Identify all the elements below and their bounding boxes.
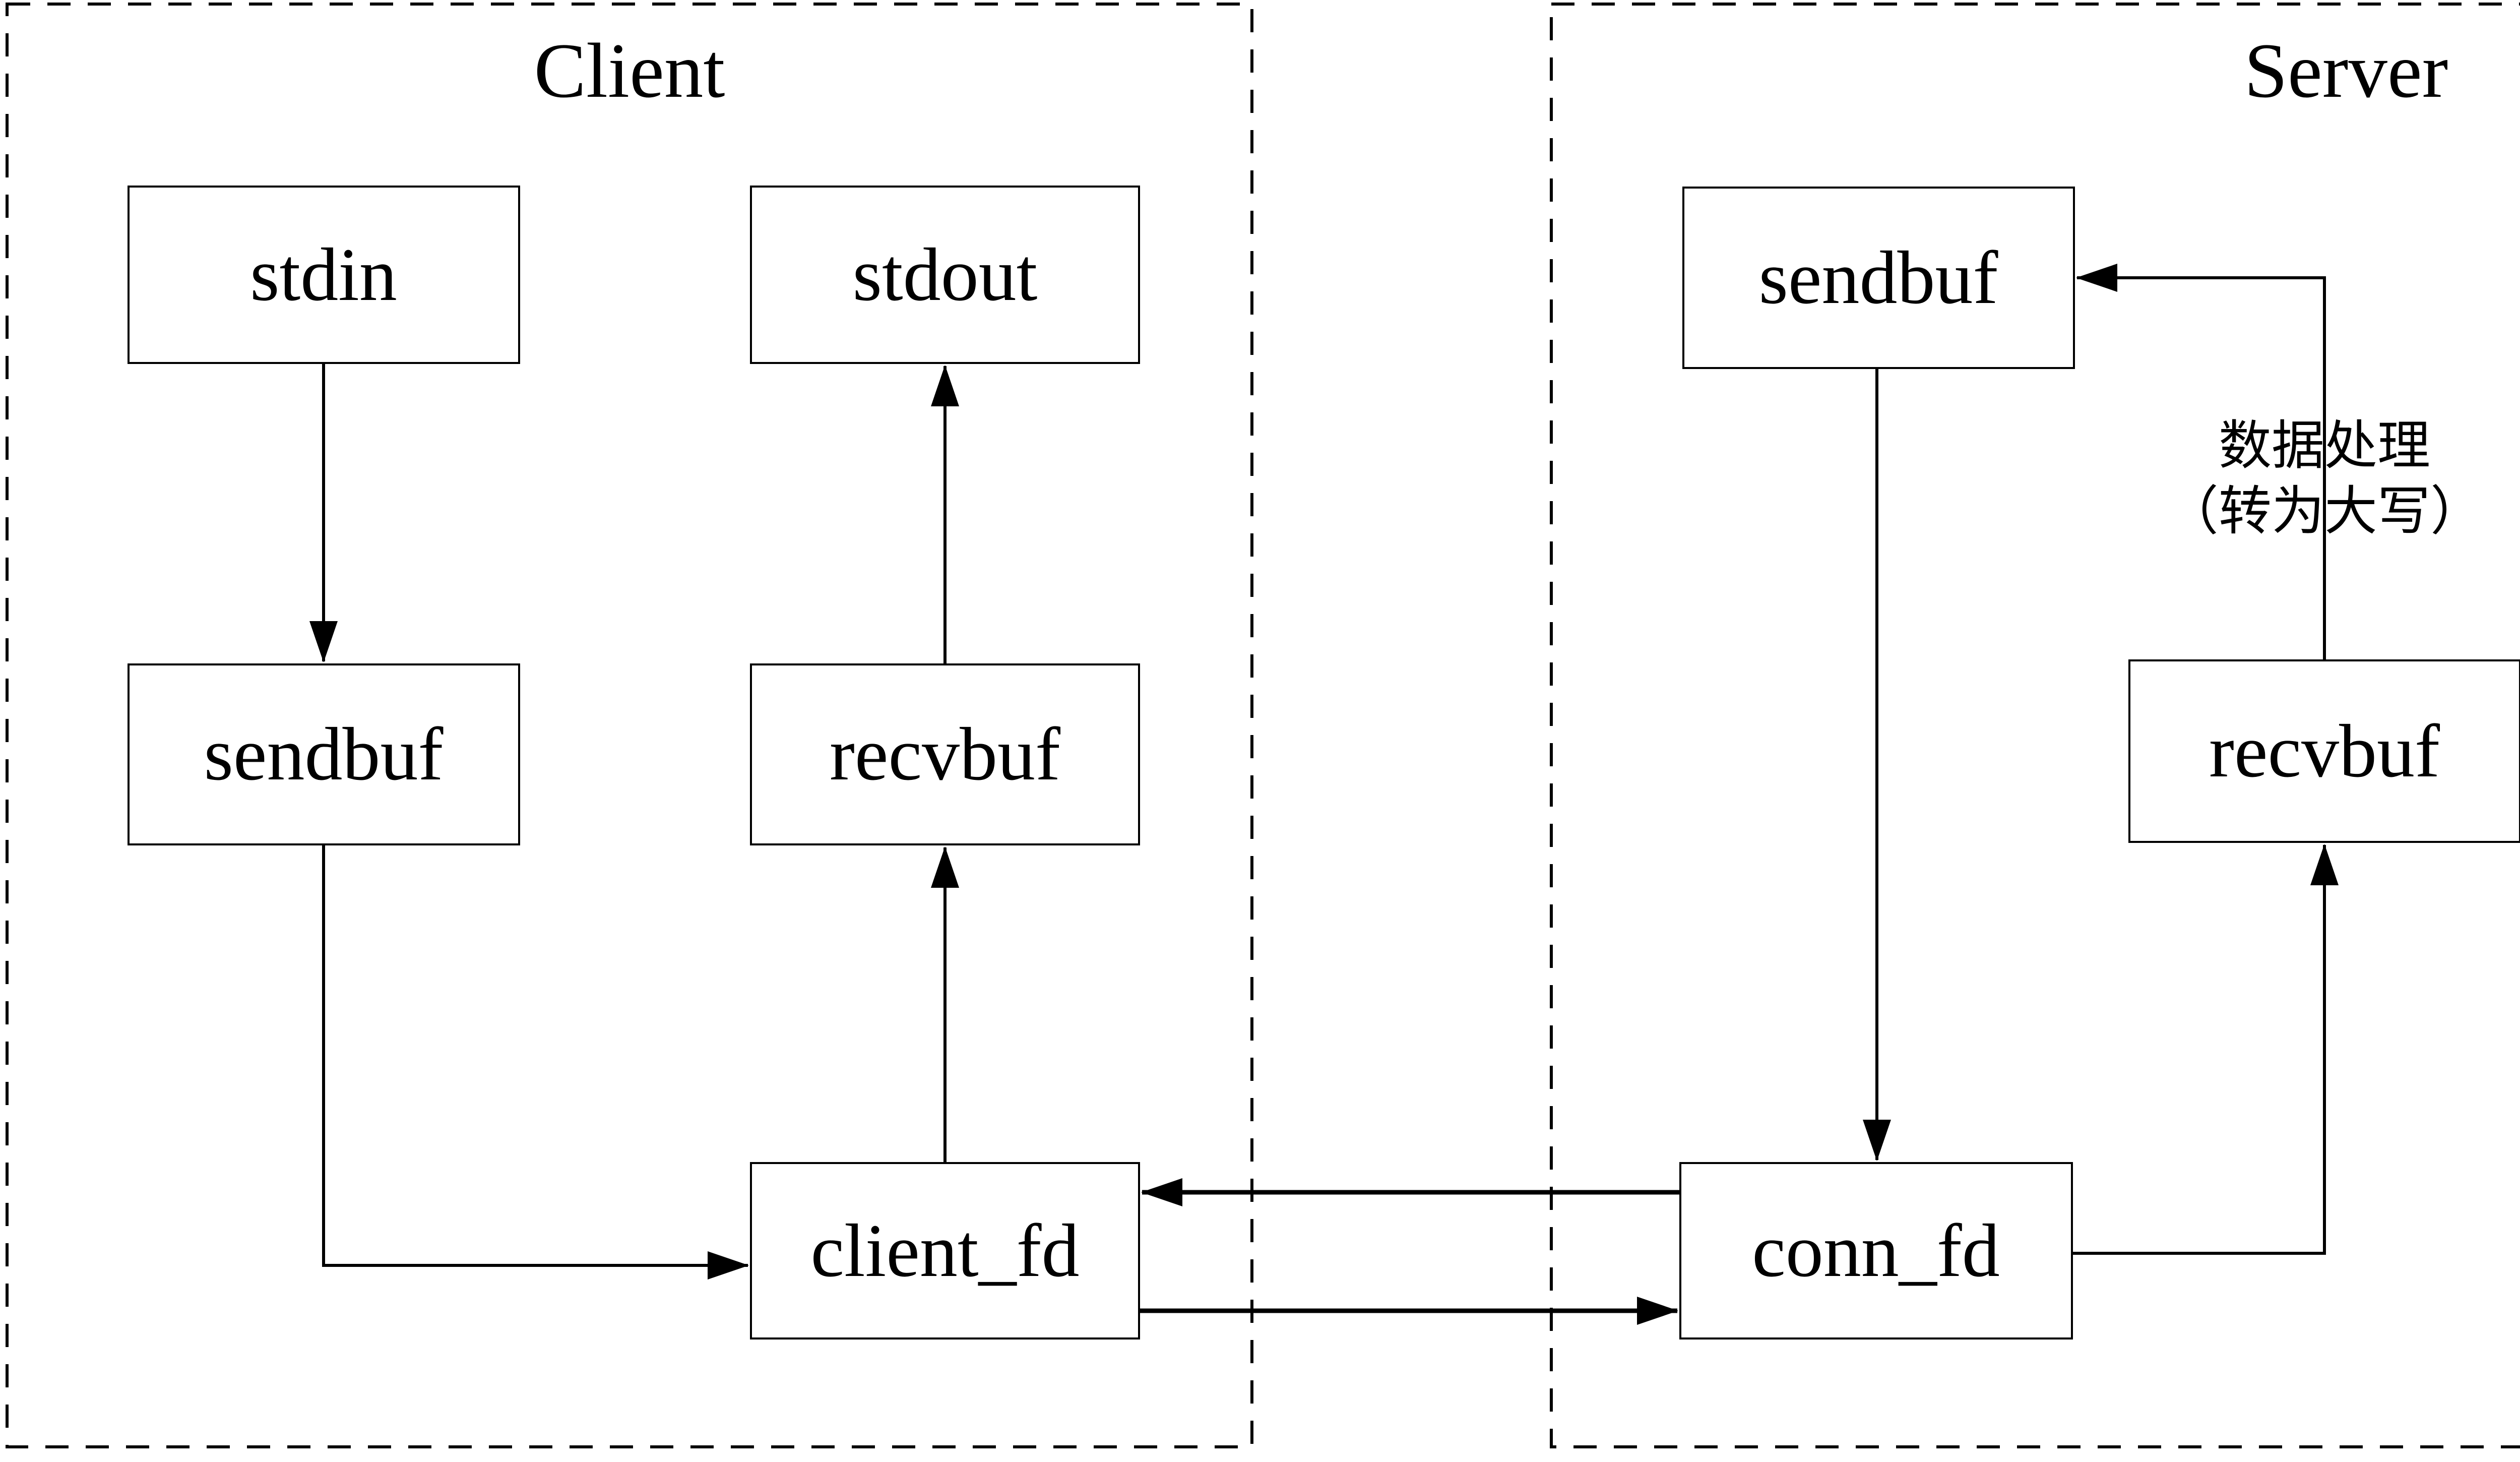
node-server-sendbuf-label: sendbuf — [1759, 236, 1998, 320]
client-zone-title: Client — [534, 27, 725, 114]
arrow-server-recvbuf-to-sendbuf — [2076, 264, 2326, 659]
node-client-stdout-label: stdout — [853, 233, 1038, 317]
node-server-sendbuf: sendbuf — [1682, 187, 2075, 369]
node-conn-fd-label: conn_fd — [1752, 1209, 2000, 1293]
node-server-recvbuf: recvbuf — [2128, 659, 2520, 843]
node-conn-fd: conn_fd — [1679, 1162, 2073, 1339]
client-zone-border — [6, 3, 1253, 1448]
data-processing-annotation-line1: 数据处理 — [2219, 416, 2430, 475]
server-zone-border — [1550, 3, 2520, 1448]
arrow-conn-fd-to-server-recvbuf — [2073, 844, 2339, 1255]
node-client-recvbuf: recvbuf — [750, 663, 1140, 845]
node-client-stdin-label: stdin — [250, 233, 397, 317]
server-zone-title: Server — [2244, 27, 2448, 114]
node-server-recvbuf-label: recvbuf — [2209, 709, 2440, 793]
node-client-sendbuf: sendbuf — [128, 663, 520, 845]
data-processing-annotation-line2: （转为大写） — [2166, 482, 2483, 541]
node-client-stdout: stdout — [750, 186, 1140, 364]
node-client-sendbuf-label: sendbuf — [204, 712, 444, 796]
arrow-sendbuf-to-client-fd — [322, 845, 749, 1280]
node-client-fd-label: client_fd — [810, 1209, 1079, 1293]
node-client-fd: client_fd — [750, 1162, 1140, 1339]
node-client-recvbuf-label: recvbuf — [830, 712, 1060, 796]
node-client-stdin: stdin — [128, 186, 520, 364]
